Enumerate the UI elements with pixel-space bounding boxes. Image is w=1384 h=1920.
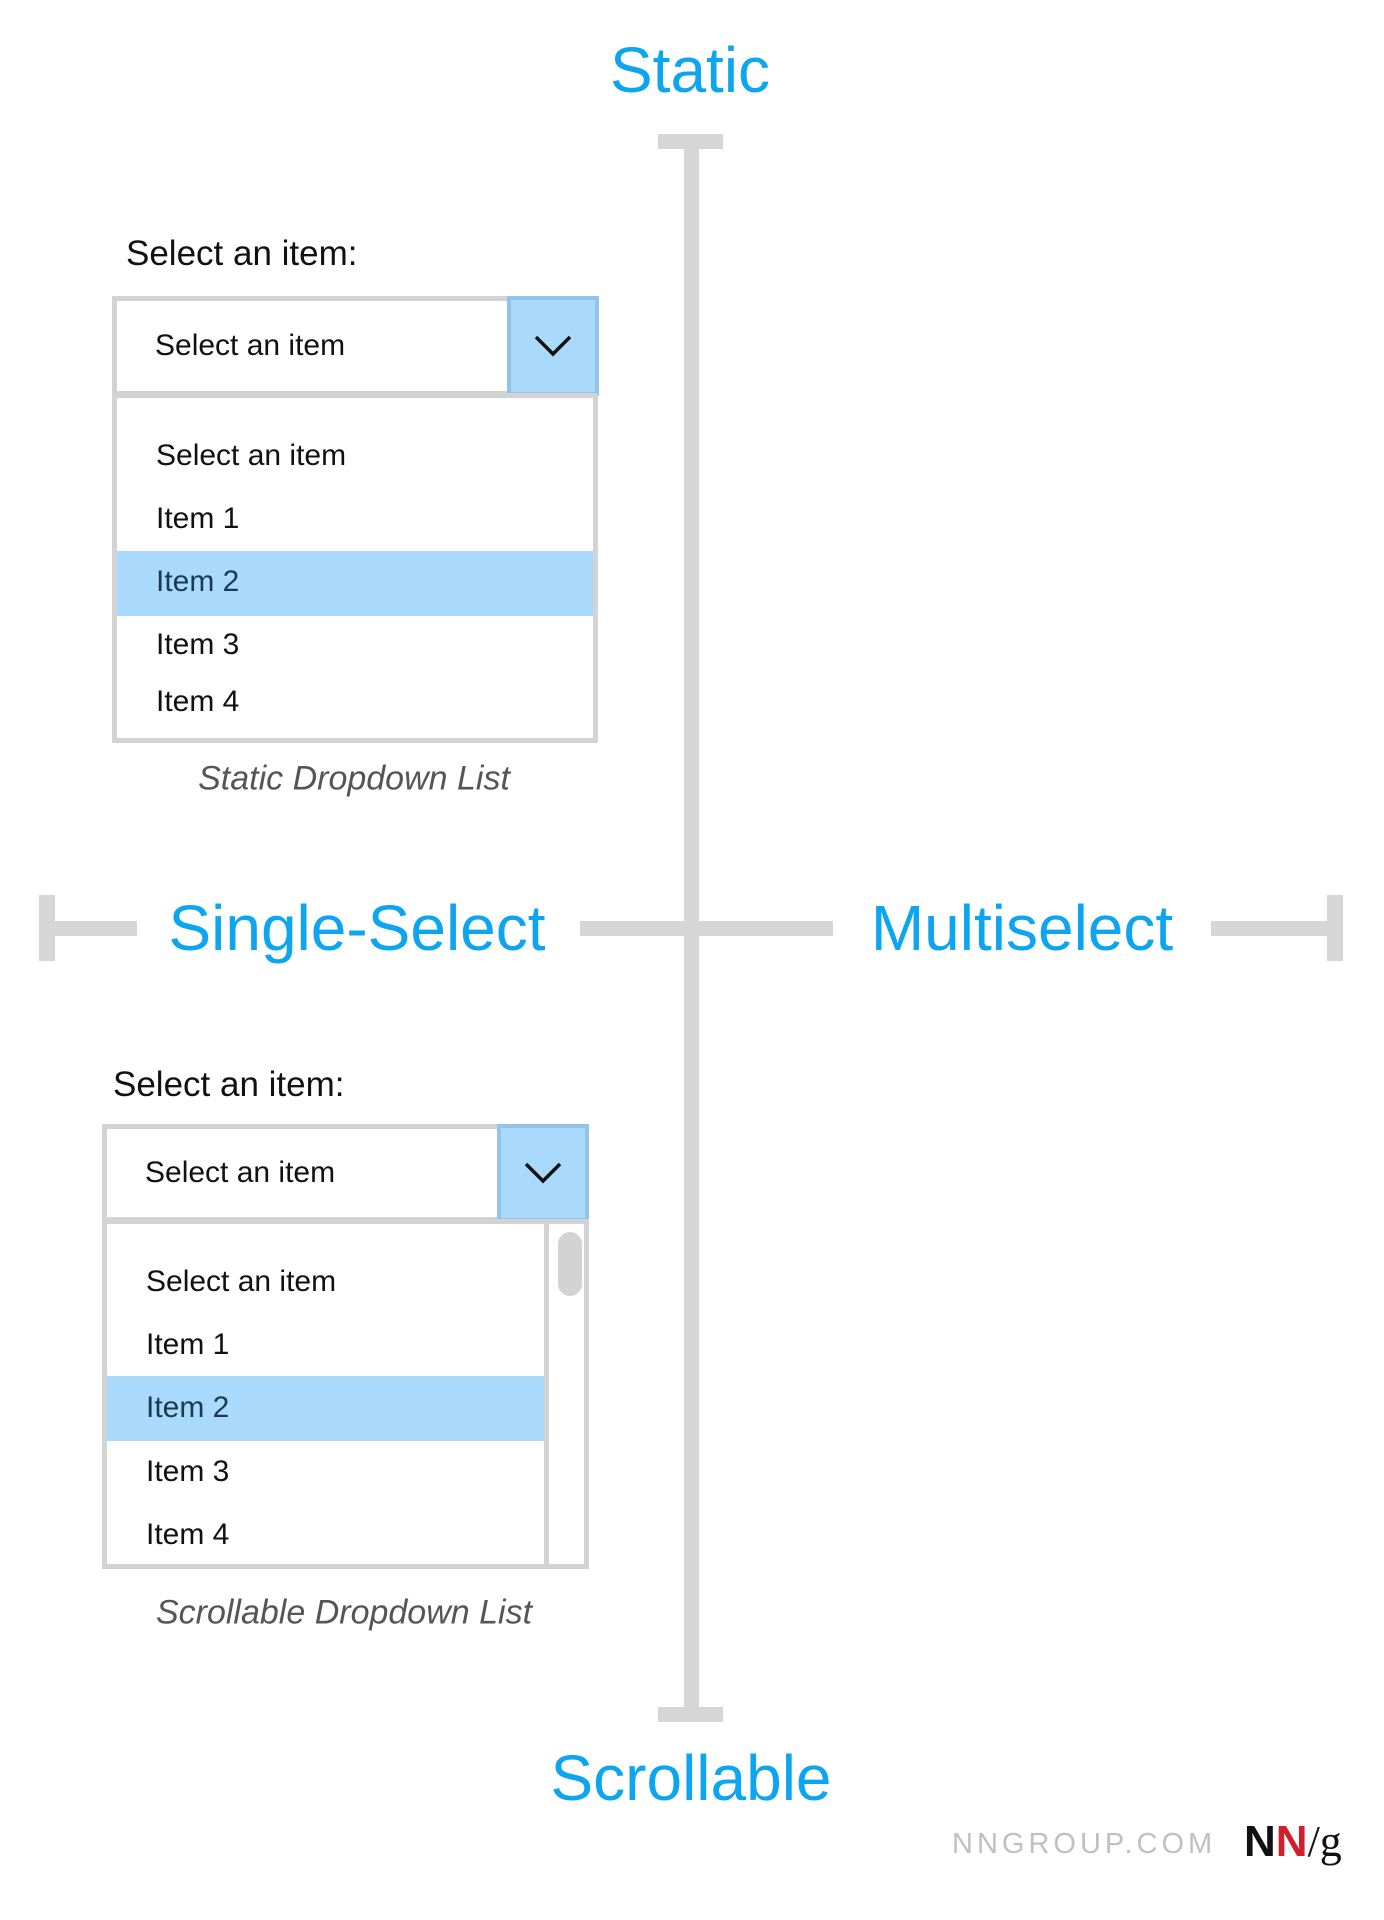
footer-site: NNGROUP.COM: [952, 1828, 1217, 1860]
axis-label-multiselect: Multiselect: [870, 892, 1174, 964]
scrollable-dropdown-label: Select an item:: [113, 1065, 345, 1104]
static-dropdown-caption: Static Dropdown List: [198, 759, 510, 798]
option-select-an-item[interactable]: Select an item: [146, 1265, 337, 1298]
chevron-down-icon: [524, 1162, 562, 1184]
static-dropdown-value: Select an item: [155, 329, 346, 362]
scrollable-dropdown-value: Select an item: [145, 1156, 336, 1189]
nng-logo: NN/g: [1244, 1817, 1342, 1866]
horizontal-axis-middle: [580, 921, 833, 936]
option-item-3[interactable]: Item 3: [146, 1455, 230, 1488]
vertical-axis-bottom-cap: [658, 1707, 723, 1722]
option-item-2[interactable]: Item 2: [146, 1391, 230, 1424]
scrollable-dropdown-select[interactable]: Select an item: [102, 1124, 589, 1222]
axis-label-single-select: Single-Select: [168, 892, 546, 964]
axis-label-scrollable: Scrollable: [550, 1742, 832, 1814]
chevron-down-icon: [534, 335, 572, 357]
static-dropdown-select[interactable]: Select an item: [112, 296, 599, 396]
scrollbar-thumb[interactable]: [558, 1232, 582, 1296]
scrollable-dropdown-list: Select an item Item 1 Item 2 Item 3 Item…: [102, 1219, 589, 1569]
option-item-3[interactable]: Item 3: [156, 628, 240, 661]
option-item-2[interactable]: Item 2: [156, 565, 240, 598]
static-dropdown-label: Select an item:: [126, 234, 358, 273]
option-select-an-item[interactable]: Select an item: [156, 439, 347, 472]
horizontal-axis-left-cap: [39, 895, 55, 961]
scrollable-dropdown-caption: Scrollable Dropdown List: [155, 1593, 533, 1632]
highlighted-option-bg: [117, 551, 593, 616]
option-item-1[interactable]: Item 1: [156, 502, 240, 535]
vertical-axis-top-cap: [658, 134, 723, 149]
scrollbar-track[interactable]: [544, 1224, 549, 1564]
scrollable-dropdown-toggle[interactable]: [497, 1124, 589, 1222]
static-dropdown-list: Select an item Item 1 Item 2 Item 3 Item…: [112, 393, 598, 743]
option-item-4[interactable]: Item 4: [146, 1518, 230, 1551]
horizontal-axis-right: [1211, 921, 1329, 936]
horizontal-axis-left: [55, 921, 137, 936]
static-dropdown-toggle[interactable]: [507, 296, 599, 396]
horizontal-axis-right-cap: [1327, 895, 1343, 961]
option-item-1[interactable]: Item 1: [146, 1328, 230, 1361]
axis-label-static: Static: [609, 34, 771, 106]
option-item-4[interactable]: Item 4: [156, 685, 240, 718]
highlighted-option-bg: [107, 1376, 544, 1441]
